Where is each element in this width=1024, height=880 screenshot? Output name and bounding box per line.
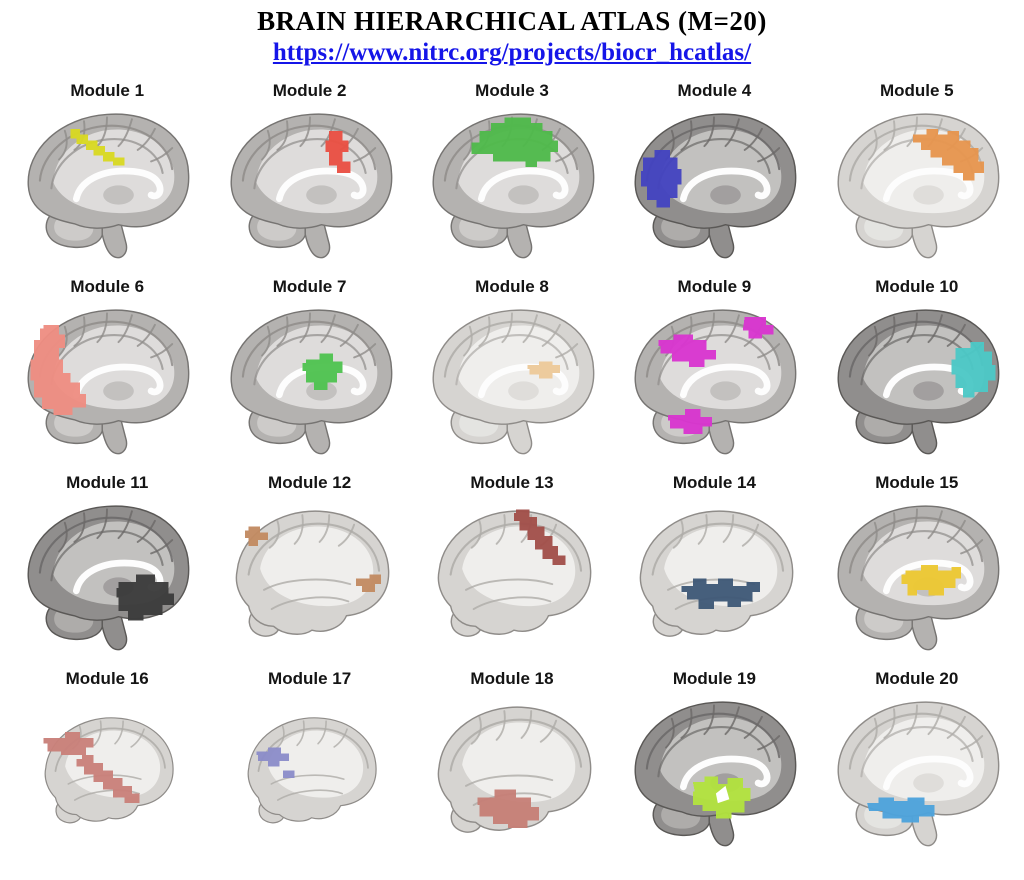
module-19-label: Module 19: [672, 669, 756, 688]
module-grid: Module 1 Module 2 Module 3 Module 4 Modu…: [0, 67, 1024, 853]
module-10-panel: Module 10: [818, 277, 1016, 461]
brain-image-18: [437, 706, 592, 834]
module-16-panel: Module 16: [8, 669, 206, 853]
page-title: BRAIN HIERARCHICAL ATLAS (M=20): [257, 6, 767, 36]
module-2-overlay-region: [324, 130, 350, 173]
brain-image-17: [246, 716, 377, 824]
module-7-panel: Module 7: [210, 277, 408, 461]
brain-image-12: [234, 510, 390, 638]
module-14-overlay-region: [681, 578, 761, 610]
module-12-overlay-region: [244, 526, 381, 592]
brain-image-10: [821, 298, 1013, 461]
module-11-overlay-region: [116, 574, 175, 621]
module-8-overlay-region: [527, 361, 560, 379]
module-10-label: Module 10: [875, 277, 959, 296]
brain-image-15: [821, 494, 1013, 657]
module-9-panel: Module 9: [615, 277, 813, 461]
module-3-panel: Module 3: [413, 81, 611, 265]
module-4-panel: Module 4: [615, 81, 813, 265]
module-7-label: Module 7: [272, 277, 347, 296]
module-5-label: Module 5: [879, 81, 954, 100]
module-20-panel: Module 20: [818, 669, 1016, 853]
module-7-overlay-region: [301, 353, 343, 391]
module-13-label: Module 13: [470, 473, 554, 492]
module-8-panel: Module 8: [413, 277, 611, 461]
module-3-overlay-region: [471, 117, 559, 168]
brain-image-14: [639, 510, 795, 638]
brain-image-4: [618, 102, 810, 265]
brain-image-3: [416, 102, 608, 265]
module-15-overlay-region: [901, 564, 961, 596]
module-17-panel: Module 17: [210, 669, 408, 853]
module-10-overlay-region: [951, 342, 996, 398]
module-8-label: Module 8: [475, 277, 549, 296]
brain-image-6: [11, 298, 203, 461]
module-15-label: Module 15: [875, 473, 959, 492]
brain-image-19: [618, 690, 810, 853]
module-15-panel: Module 15: [818, 473, 1016, 657]
atlas-url-link[interactable]: https://www.nitrc.org/projects/biocr_hca…: [272, 39, 752, 66]
module-1-label: Module 1: [70, 81, 145, 100]
module-14-label: Module 14: [672, 473, 756, 492]
module-16-overlay-region: [43, 732, 140, 804]
brain-image-7: [214, 298, 406, 461]
brain-image-9: [618, 298, 810, 461]
module-18-overlay-region: [477, 789, 539, 829]
brain-image-1: [11, 102, 203, 265]
module-9-overlay-region: [658, 317, 774, 435]
brain-image-20: [821, 690, 1013, 853]
module-14-panel: Module 14: [615, 473, 813, 657]
module-2-label: Module 2: [272, 81, 347, 100]
module-1-overlay-region: [70, 128, 125, 166]
module-4-label: Module 4: [677, 81, 752, 100]
module-1-panel: Module 1: [8, 81, 206, 265]
module-4-overlay-region: [641, 149, 682, 208]
module-20-overlay-region: [866, 797, 935, 823]
module-11-label: Module 11: [66, 473, 149, 492]
module-6-overlay-region: [30, 324, 87, 415]
brain-image-16: [43, 716, 175, 824]
module-2-panel: Module 2: [210, 81, 408, 265]
module-13-overlay-region: [513, 509, 566, 565]
module-19-white-notch: [716, 785, 730, 804]
module-16-label: Module 16: [65, 669, 149, 688]
module-17-overlay-region: [255, 747, 295, 779]
module-6-label: Module 6: [70, 277, 145, 296]
module-17-label: Module 17: [268, 669, 352, 688]
brain-image-13: [437, 509, 592, 638]
brain-image-8: [416, 298, 608, 461]
module-18-label: Module 18: [470, 669, 554, 688]
module-20-label: Module 20: [875, 669, 959, 688]
module-12-panel: Module 12: [210, 473, 408, 657]
module-3-label: Module 3: [475, 81, 549, 100]
module-18-panel: Module 18: [413, 669, 611, 853]
brain-image-2: [214, 102, 406, 265]
module-19-panel: Module 19: [615, 669, 813, 853]
module-9-label: Module 9: [677, 277, 752, 296]
module-13-panel: Module 13: [413, 473, 611, 657]
module-5-overlay-region: [912, 128, 984, 181]
module-6-panel: Module 6: [8, 277, 206, 461]
brain-image-11: [11, 494, 203, 657]
module-5-panel: Module 5: [818, 81, 1016, 265]
figure-header: BRAIN HIERARCHICAL ATLAS (M=20) https://…: [0, 0, 1024, 67]
module-12-label: Module 12: [268, 473, 352, 492]
module-11-panel: Module 11: [8, 473, 206, 657]
brain-image-5: [821, 102, 1013, 265]
